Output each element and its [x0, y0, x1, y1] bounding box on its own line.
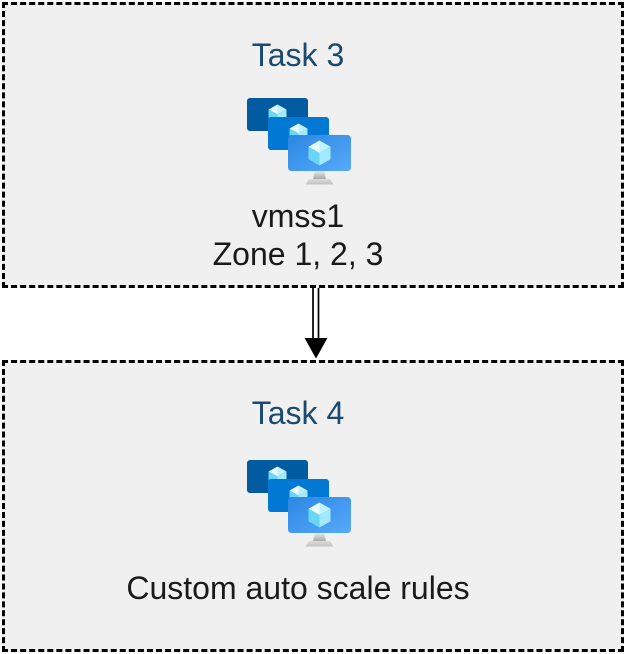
- node-labels: vmss1 Zone 1, 2, 3: [213, 197, 384, 273]
- node-task3: Task 3: [2, 2, 624, 288]
- node-label-line: vmss1: [251, 198, 345, 234]
- node-label-line: Zone 1, 2, 3: [212, 236, 384, 272]
- node-labels: Custom auto scale rules: [126, 569, 469, 607]
- node-task4: Task 4: [2, 360, 624, 652]
- node-title: Task 4: [251, 395, 345, 431]
- down-arrow-connector-icon: [304, 288, 328, 359]
- node-task4-content: Task 4: [0, 363, 606, 649]
- node-task3-content: Task 3: [0, 5, 606, 285]
- vm-scale-sets-icon: [246, 98, 351, 185]
- node-label-line: Custom auto scale rules: [126, 570, 470, 606]
- vm-scale-sets-icon: [246, 460, 351, 547]
- node-title: Task 3: [251, 37, 345, 73]
